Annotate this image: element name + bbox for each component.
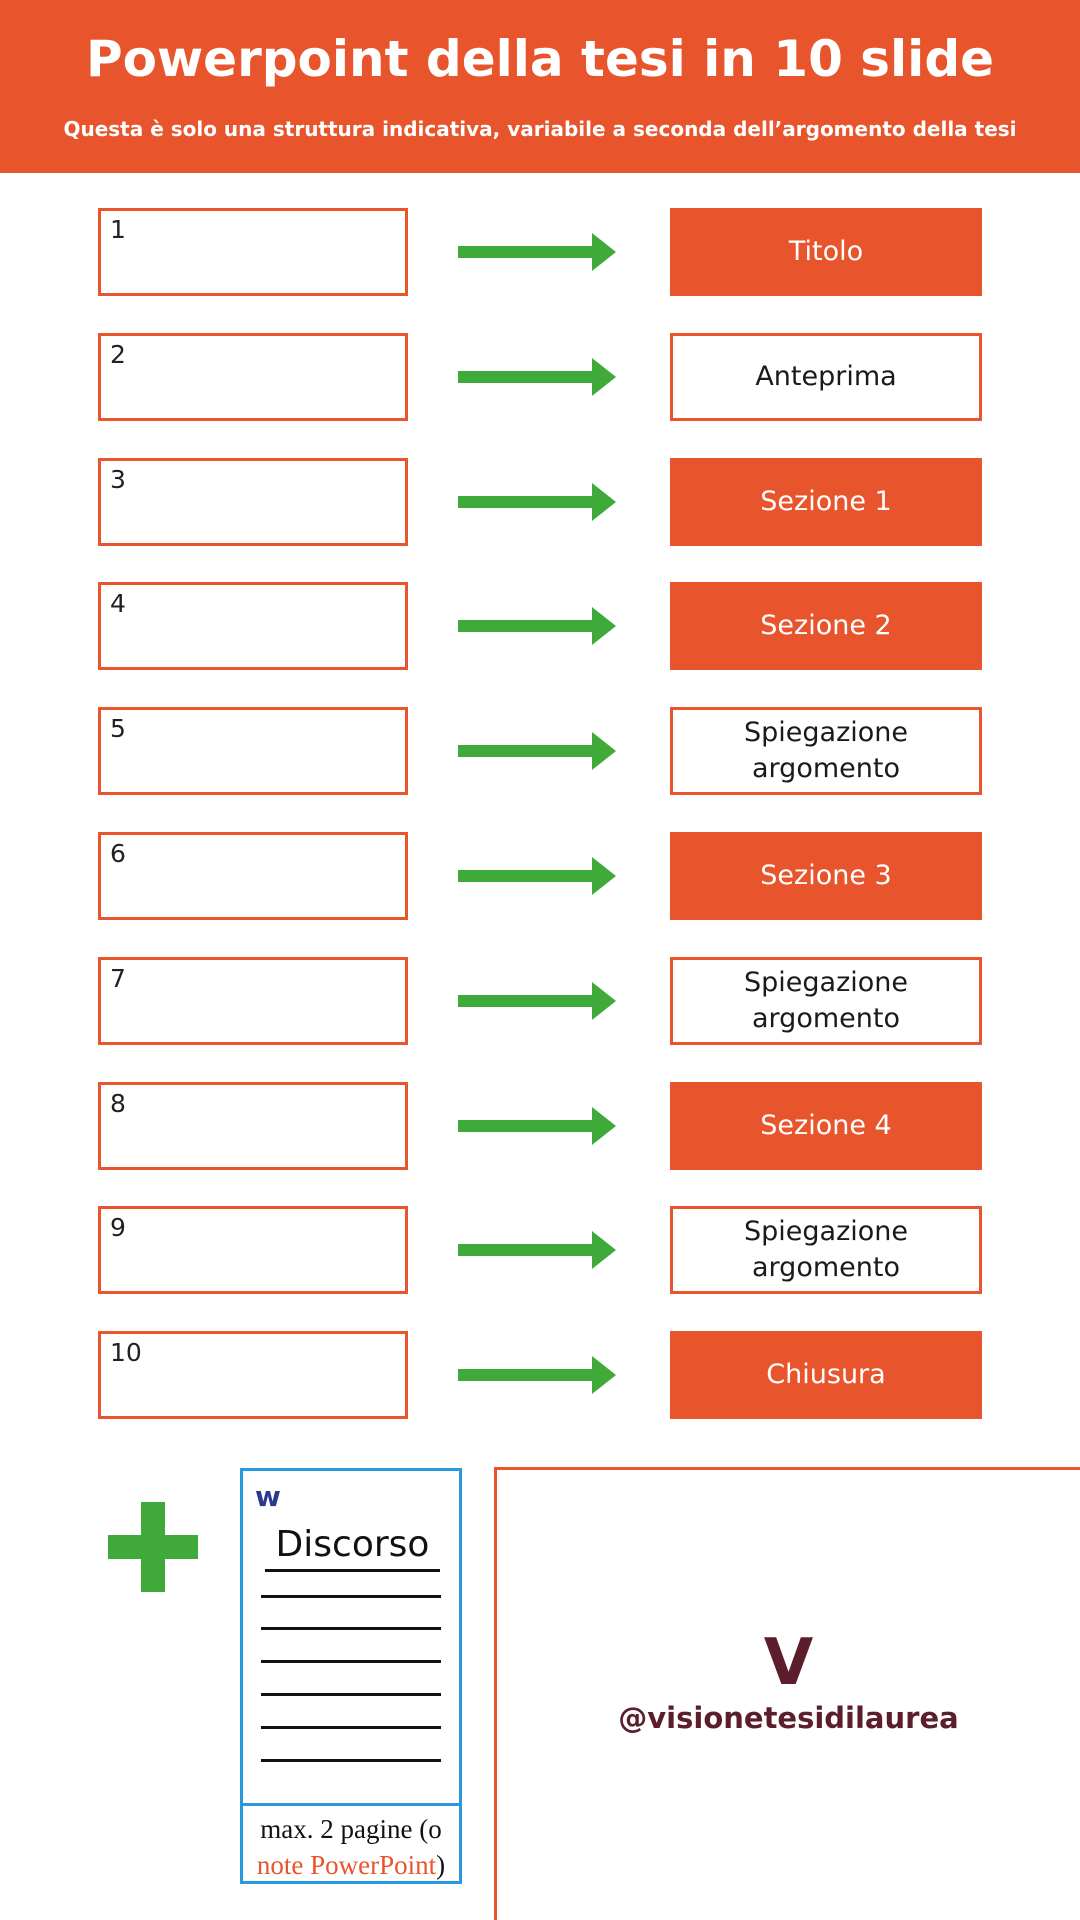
slide-number-box: 3 [98, 458, 408, 546]
slide-label-text: Sezione 3 [760, 860, 892, 891]
slide-label: Sezione 3 [670, 832, 982, 920]
slide-number: 2 [110, 340, 126, 369]
slide-number: 1 [110, 215, 126, 244]
right-arrow-icon [458, 982, 616, 1020]
right-arrow-icon [458, 732, 616, 770]
brand-logo: V [763, 1626, 814, 1700]
right-arrow-icon [458, 233, 616, 271]
slide-label-text: Sezione 4 [760, 1110, 892, 1141]
slide-row: 9 Spiegazione argomento [0, 1206, 1080, 1294]
note-highlight: note PowerPoint [256, 1850, 437, 1880]
slide-number-box: 5 [98, 707, 408, 795]
slide-number-box: 6 [98, 832, 408, 920]
slide-label: Spiegazione argomento [670, 1206, 982, 1294]
right-arrow-icon [458, 483, 616, 521]
slide-number: 4 [110, 589, 126, 618]
brand-handle: @visionetesidilaurea [618, 1701, 959, 1735]
slide-number: 9 [110, 1213, 126, 1242]
slide-number: 6 [110, 839, 126, 868]
slide-label-text: Spiegazione argomento [744, 717, 908, 784]
slide-label: Anteprima [670, 333, 982, 421]
text-line [261, 1660, 441, 1663]
slide-number: 10 [110, 1338, 142, 1367]
slide-row: 5 Spiegazione argomento [0, 707, 1080, 795]
slide-row: 7 Spiegazione argomento [0, 957, 1080, 1045]
right-arrow-icon [458, 1107, 616, 1145]
right-arrow-icon [458, 857, 616, 895]
slide-number-box: 8 [98, 1082, 408, 1170]
plus-icon [108, 1502, 198, 1592]
slide-label: Sezione 2 [670, 582, 982, 670]
slide-number-box: 4 [98, 582, 408, 670]
slide-number: 8 [110, 1089, 126, 1118]
text-line [261, 1726, 441, 1729]
slide-label-text: Chiusura [766, 1359, 886, 1390]
note-suffix: ) [436, 1850, 446, 1880]
slide-label-text: Titolo [788, 236, 864, 267]
slide-label: Spiegazione argomento [670, 957, 982, 1045]
header-banner: Powerpoint della tesi in 10 slide Questa… [0, 0, 1080, 173]
right-arrow-icon [458, 1356, 616, 1394]
document-title: Discorso [265, 1523, 440, 1572]
slide-label-text: Spiegazione argomento [744, 967, 908, 1034]
text-line [261, 1759, 441, 1762]
page-title: Powerpoint della tesi in 10 slide [85, 30, 995, 88]
document-note: max. 2 pagine (o note PowerPoint) [243, 1811, 459, 1883]
page-subtitle: Questa è solo una struttura indicativa, … [63, 117, 1017, 141]
brand-panel: V @visionetesidilaurea [494, 1467, 1080, 1920]
slide-number: 7 [110, 964, 126, 993]
text-line [261, 1595, 441, 1598]
slide-number-box: 7 [98, 957, 408, 1045]
slide-number-box: 9 [98, 1206, 408, 1294]
slide-label-text: Spiegazione argomento [744, 1216, 908, 1283]
slide-number-box: 2 [98, 333, 408, 421]
slide-label-text: Sezione 1 [760, 486, 892, 517]
right-arrow-icon [458, 358, 616, 396]
slide-number: 3 [110, 465, 126, 494]
slide-label: Titolo [670, 208, 982, 296]
slide-label: Spiegazione argomento [670, 707, 982, 795]
slide-label-text: Anteprima [755, 361, 897, 392]
slide-number-box: 10 [98, 1331, 408, 1419]
right-arrow-icon [458, 607, 616, 645]
slide-label: Chiusura [670, 1331, 982, 1419]
slide-label: Sezione 4 [670, 1082, 982, 1170]
slide-number-box: 1 [98, 208, 408, 296]
speech-document: w Discorso max. 2 pagine (o note PowerPo… [240, 1468, 462, 1884]
slide-number: 5 [110, 714, 126, 743]
word-icon: w [255, 1480, 281, 1513]
text-line [261, 1627, 441, 1630]
slide-label-text: Sezione 2 [760, 610, 892, 641]
text-line [261, 1693, 441, 1696]
document-divider [243, 1803, 459, 1806]
slide-label: Sezione 1 [670, 458, 982, 546]
right-arrow-icon [458, 1231, 616, 1269]
note-text: max. 2 pagine (o [260, 1814, 442, 1844]
